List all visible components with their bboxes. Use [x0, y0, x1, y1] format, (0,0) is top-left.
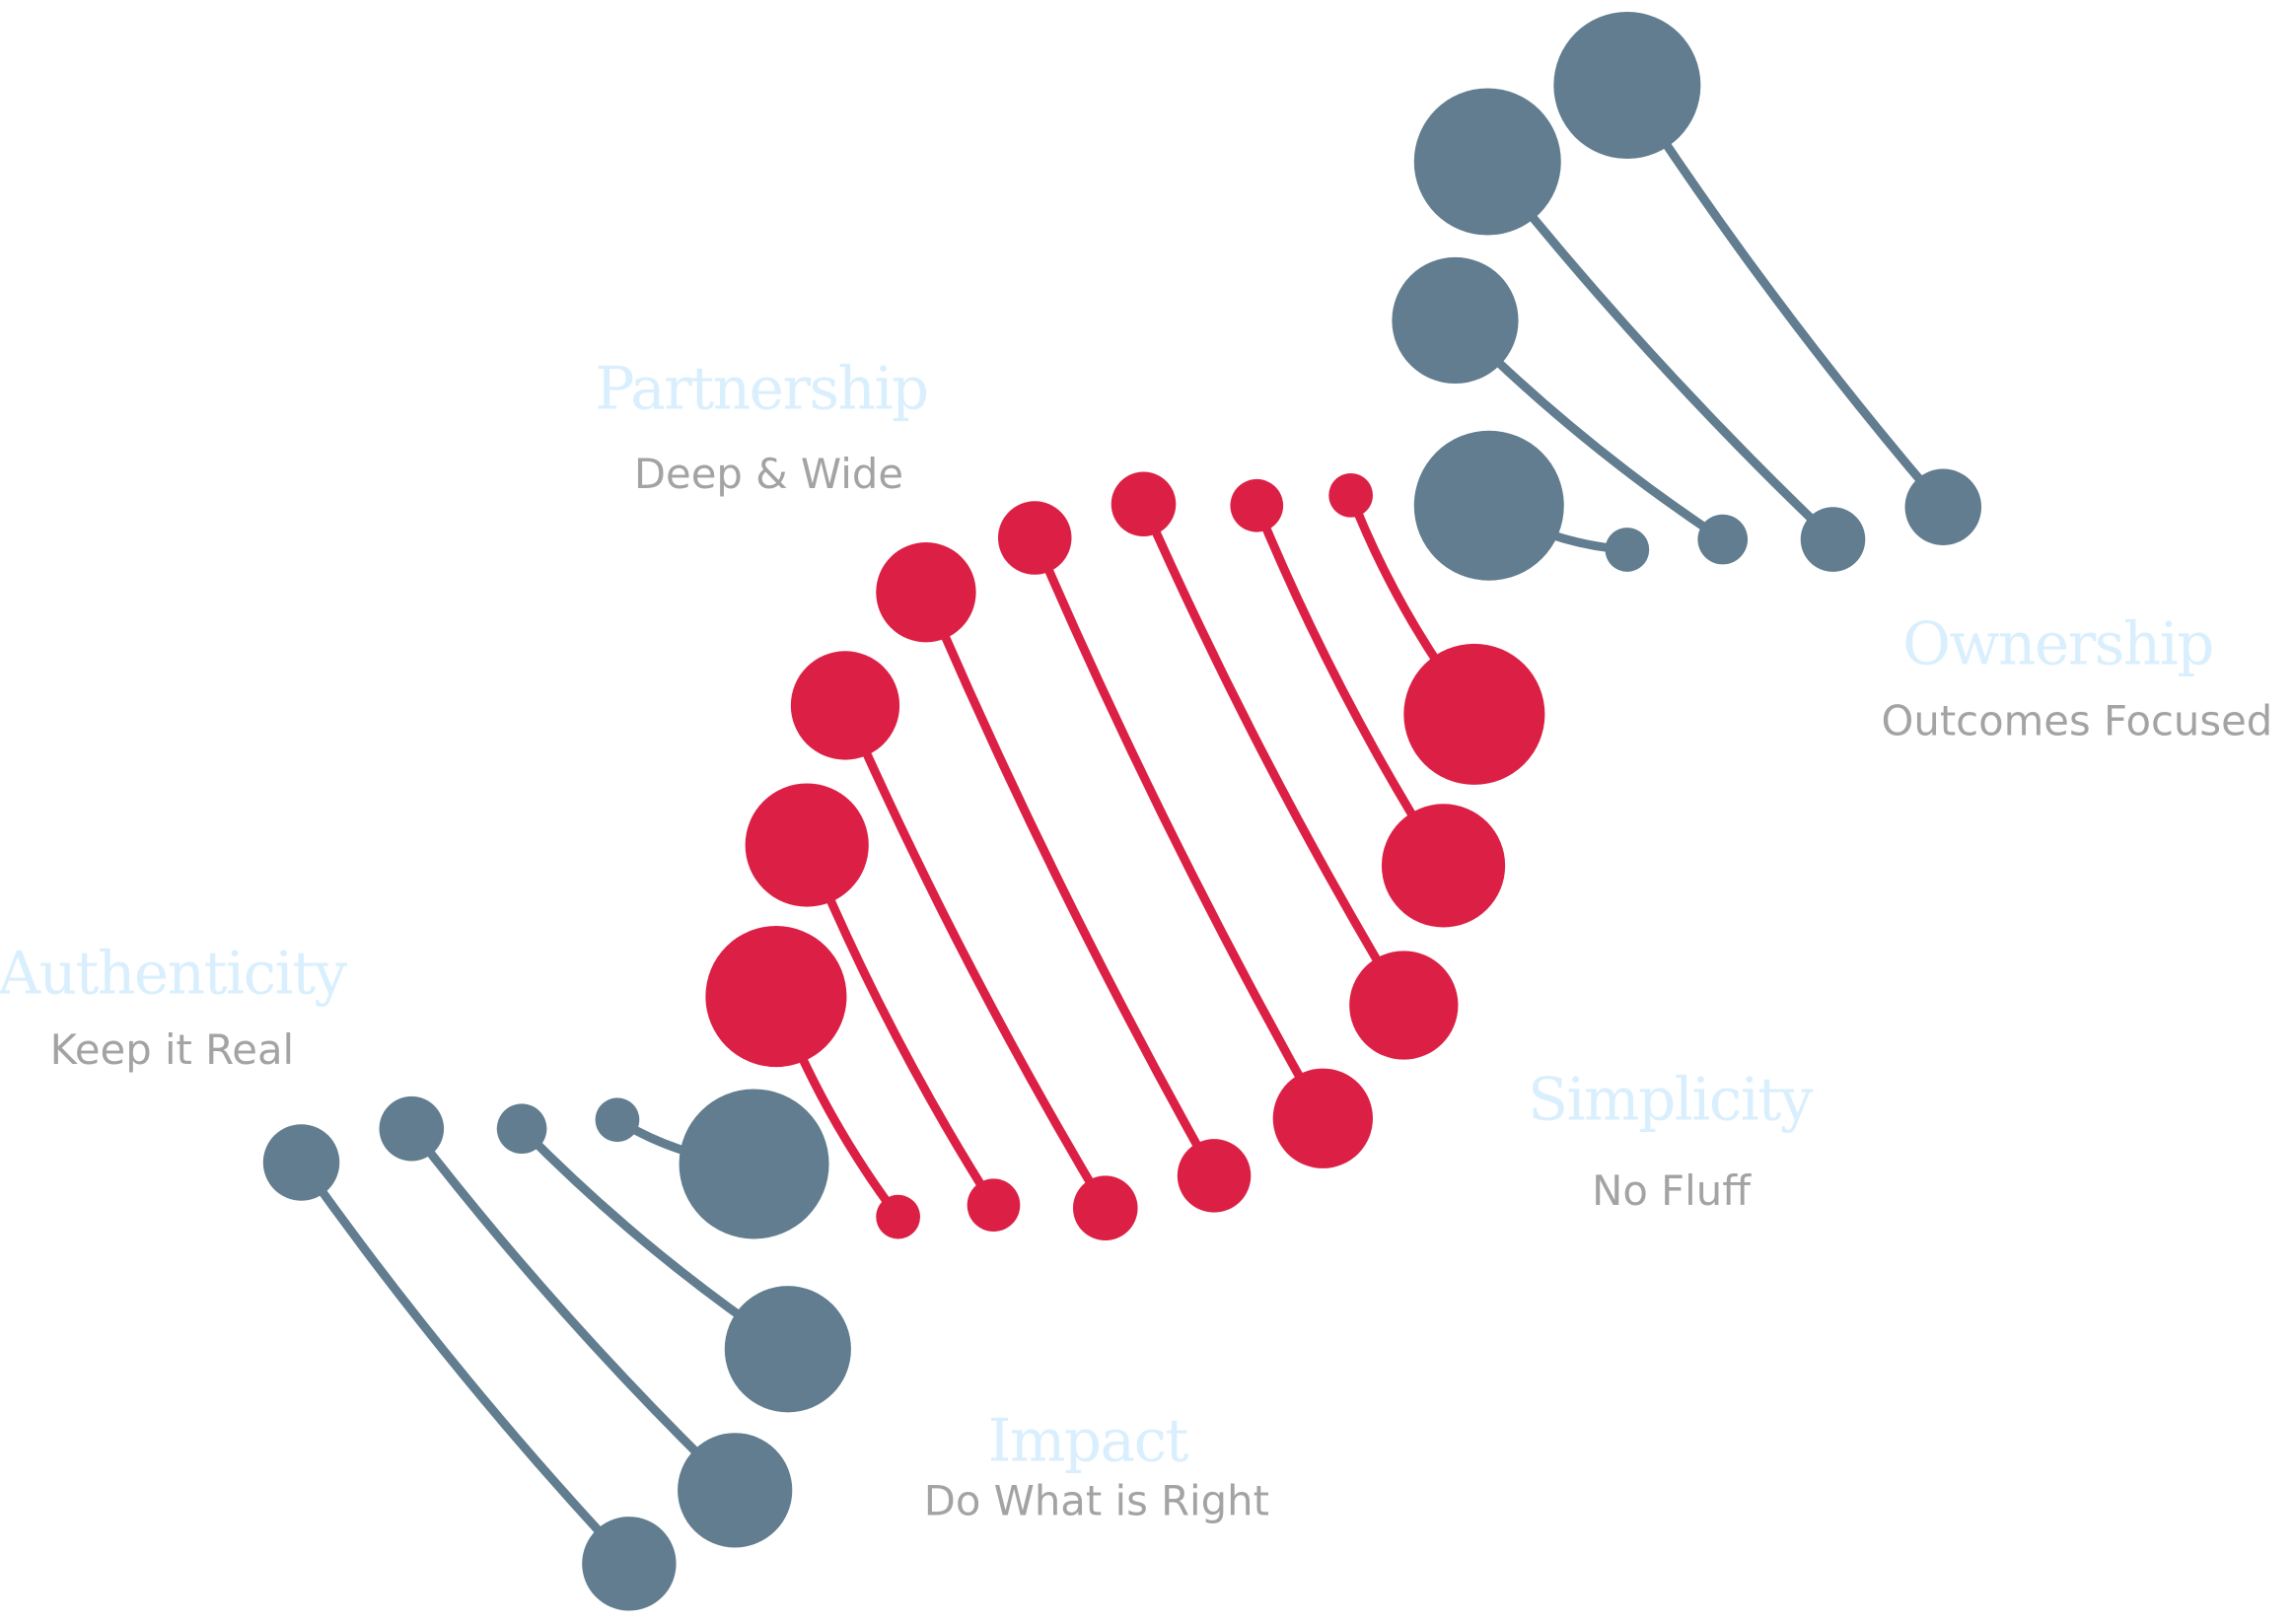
rung-strand [921, 590, 1218, 1178]
rung-node [1413, 430, 1564, 581]
value-subtitle: No Fluff [1592, 1166, 1752, 1215]
helix-rung [745, 783, 1021, 1233]
rung-strand [840, 703, 1110, 1211]
helix-strands [262, 11, 1982, 1611]
rung-node [1381, 804, 1506, 928]
rung-node [876, 542, 976, 643]
rung-node [679, 1089, 829, 1239]
rung-node [1349, 951, 1459, 1060]
helix-rung [379, 1095, 793, 1548]
rung-node [1553, 11, 1701, 160]
value-title: Authenticity [0, 941, 348, 1009]
rung-node [1605, 528, 1650, 572]
value-subtitle: Do What is Right [924, 1477, 1269, 1525]
value-title: Ownership [1902, 611, 2213, 679]
helix-rung [1111, 471, 1459, 1060]
rung-strand [407, 1125, 739, 1494]
rung-node [876, 1194, 920, 1239]
value-subtitle: Deep & Wide [634, 450, 903, 498]
rung-strand [1139, 502, 1408, 1008]
value-ownership: Ownership Outcomes Focused [1882, 611, 2273, 745]
helix-rung [997, 501, 1374, 1168]
rung-strand [297, 1160, 633, 1567]
helix-rung [262, 1124, 677, 1611]
rung-node [967, 1178, 1021, 1233]
rung-node [262, 1124, 340, 1201]
rung-strand [1623, 83, 1947, 511]
helix-rung [790, 651, 1138, 1240]
value-subtitle: Outcomes Focused [1882, 696, 2273, 744]
rung-node [705, 926, 847, 1068]
helix-rung [595, 1089, 829, 1239]
value-impact: Impact Do What is Right [924, 1408, 1269, 1525]
rung-node [1904, 468, 1982, 545]
value-title: Partnership [595, 355, 927, 423]
rung-node [582, 1517, 677, 1611]
value-partnership: Partnership Deep & Wide [595, 355, 929, 498]
value-title: Impact [988, 1408, 1189, 1476]
rung-node [379, 1095, 445, 1162]
helix-rung [1413, 88, 1866, 572]
rung-node [1272, 1068, 1374, 1168]
rung-node [1413, 88, 1561, 236]
rung-node [1177, 1139, 1252, 1213]
rung-node [1403, 643, 1545, 785]
helix-rung [1553, 11, 1982, 545]
rung-node [1392, 256, 1519, 385]
value-title: Simplicity [1528, 1067, 1814, 1135]
value-subtitle: Keep it Real [50, 1025, 295, 1074]
rung-node [1800, 507, 1866, 572]
rung-node [496, 1103, 547, 1155]
value-simplicity: Simplicity No Fluff [1528, 1067, 1815, 1215]
helix-rung [496, 1103, 851, 1413]
helix-rung [1328, 472, 1545, 785]
rung-node [1328, 472, 1374, 518]
rung-node [1111, 471, 1177, 537]
rung-strand [1031, 535, 1327, 1121]
rung-node [678, 1433, 793, 1548]
value-authenticity: Authenticity Keep it Real [0, 941, 349, 1075]
rung-node [745, 783, 869, 907]
helix-rung [1230, 478, 1506, 928]
rung-node [595, 1097, 640, 1143]
helix-rung [876, 542, 1252, 1213]
rung-node [997, 501, 1072, 575]
helix-rung [705, 926, 920, 1239]
helix-rung [1413, 430, 1650, 581]
rung-node [1230, 478, 1284, 532]
rung-node [1697, 514, 1749, 565]
helix-rung [1392, 256, 1749, 565]
rung-node [790, 651, 900, 760]
rung-node [724, 1286, 851, 1413]
rung-node [1072, 1175, 1138, 1240]
